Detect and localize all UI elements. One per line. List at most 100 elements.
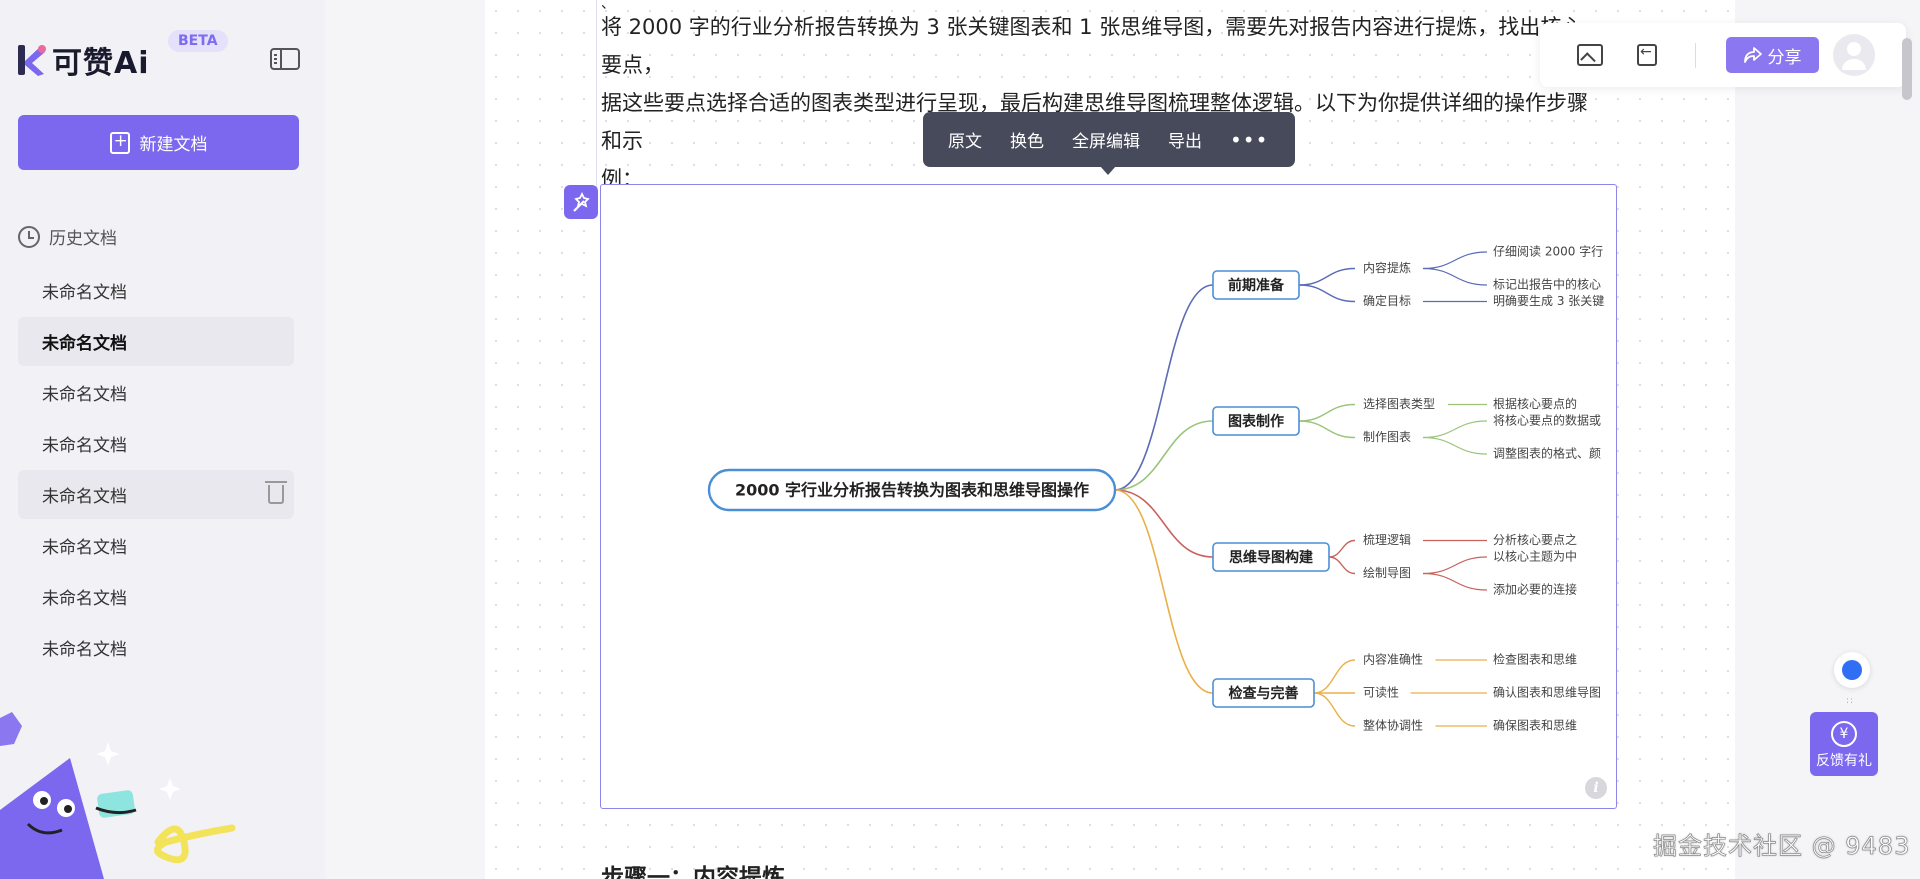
mindmap-leaf-label: 明确要生成 3 张关键 (1493, 294, 1604, 308)
mindmap-branch-node[interactable] (1212, 406, 1300, 436)
history-item-label: 未命名文档 (42, 334, 127, 354)
mindmap-link (1422, 251, 1488, 270)
history-item[interactable]: 未命名文档 (18, 419, 294, 468)
mindmap-link (1422, 267, 1488, 286)
logo-mark-icon (18, 43, 48, 77)
mindmap-child-label: 绘制导图 (1363, 565, 1411, 580)
back-document-icon[interactable] (1637, 44, 1657, 66)
mindmap-link (1328, 539, 1356, 558)
toolbar-divider (1695, 43, 1696, 68)
mascot-illustration (0, 712, 236, 879)
history-item-active[interactable]: 未命名文档 (18, 317, 294, 366)
info-icon[interactable]: i (1585, 777, 1607, 799)
mindmap-child-label: 内容准确性 (1363, 652, 1423, 667)
clock-icon (18, 225, 40, 248)
mindmap-leaf-label: 确保图表和思维 (1493, 719, 1577, 733)
mindmap-link (1422, 436, 1488, 455)
new-document-label: 新建文档 (139, 135, 208, 155)
mindmap-root-label: 2000 字行业分析报告转换为图表和思维导图操作 (735, 481, 1089, 500)
history-item[interactable]: 未命名文档 (18, 572, 294, 621)
ai-magic-icon[interactable] (564, 185, 598, 219)
beta-badge: BETA (168, 30, 228, 52)
history-item-hovered[interactable]: 未命名文档 (18, 470, 294, 519)
mindmap-link (1422, 556, 1488, 575)
share-label: 分享 (1767, 47, 1802, 68)
mindmap-link (1114, 420, 1214, 491)
more-options-icon[interactable]: ••• (1230, 127, 1269, 152)
original-text-button[interactable]: 原文 (948, 132, 982, 152)
feedback-button[interactable]: ¥ 反馈有礼 (1810, 712, 1878, 776)
history-item-label: 未命名文档 (42, 487, 127, 507)
feedback-label: 反馈有礼 (1816, 753, 1872, 769)
mindmap-branch-label: 思维导图构建 (1229, 549, 1313, 566)
history-item[interactable]: 未命名文档 (18, 368, 294, 417)
mindmap-leaf-label: 仔细阅读 2000 字行 (1493, 244, 1603, 259)
sidebar-toggle-icon[interactable] (270, 48, 300, 70)
mindmap-child-label: 整体协调性 (1363, 718, 1423, 733)
mindmap-branch-node[interactable] (1212, 270, 1300, 300)
mindmap-floating-toolbar: 原文 换色 全屏编辑 导出 ••• (923, 112, 1295, 175)
mindmap-leaf-label: 检查图表和思维 (1493, 652, 1577, 667)
mindmap-branch-node[interactable] (1212, 678, 1315, 708)
mindmap-link (1298, 284, 1356, 303)
sidebar: 可赞Ai BETA 新建文档 历史文档 未命名文档 未命名文档 未命名文档 未命… (0, 0, 325, 879)
mindmap-child-label: 内容提炼 (1363, 260, 1411, 275)
mindmap-link (1328, 556, 1356, 575)
history-item[interactable]: 未命名文档 (18, 521, 294, 570)
mindmap-leaf-label: 添加必要的连接 (1493, 582, 1577, 597)
history-item-label: 未命名文档 (42, 436, 127, 456)
brand-name: 可赞Ai (52, 46, 150, 81)
paragraph-line-2: 据这些要点选择合适的图表类型进行呈现，最后构建思维导图梳理整体逻辑。以下为你提供… (601, 91, 1588, 153)
recolor-button[interactable]: 换色 (1010, 132, 1044, 152)
history-item[interactable]: 未命名文档 (18, 623, 294, 672)
mindmap-branch-label: 检查与完善 (1229, 685, 1299, 702)
mindmap-link (1298, 420, 1356, 439)
mindmap-leaf-label: 以核心主题为中 (1493, 549, 1577, 564)
new-file-icon (109, 131, 130, 154)
mindmap-root-node[interactable] (707, 468, 1117, 512)
mindmap-child-label: 确定目标 (1363, 293, 1411, 308)
fullscreen-edit-button[interactable]: 全屏编辑 (1072, 132, 1140, 152)
drag-handle-icon[interactable]: :: (1846, 696, 1855, 706)
insert-image-icon[interactable] (1577, 44, 1603, 66)
assistant-chat-icon[interactable] (1834, 652, 1870, 688)
history-item-label: 未命名文档 (42, 385, 127, 405)
yen-icon: ¥ (1831, 721, 1857, 747)
mindmap-link (1422, 572, 1488, 591)
history-list: 未命名文档 未命名文档 未命名文档 未命名文档 未命名文档 未命名文档 未命名文… (18, 266, 294, 674)
history-item-label: 未命名文档 (42, 589, 127, 609)
document-text[interactable]: 、 将 2000 字的行业分析报告转换为 3 张关键图表和 1 张思维导图，需要… (601, 0, 1601, 198)
mindmap-leaf-label: 根据核心要点的 (1493, 396, 1577, 411)
mindmap-branch-label: 图表制作 (1228, 413, 1284, 430)
trash-icon[interactable] (265, 481, 287, 504)
mindmap-child-label: 梳理逻辑 (1363, 532, 1411, 547)
mindmap-link (1422, 420, 1488, 439)
mindmap-link (1313, 659, 1356, 694)
mindmap-link (1298, 403, 1356, 422)
mindmap-leaf-label: 调整图表的格式、颜 (1493, 446, 1601, 461)
mindmap-link (1313, 692, 1356, 727)
export-button[interactable]: 导出 (1168, 132, 1202, 152)
mindmap-child-label: 制作图表 (1363, 430, 1411, 444)
mindmap-link (1114, 489, 1214, 694)
history-item-label: 未命名文档 (42, 640, 127, 660)
mindmap-leaf-label: 确认图表和思维导图 (1493, 686, 1601, 700)
share-button[interactable]: 分享 (1726, 37, 1819, 73)
mindmap-canvas: 前期准备内容提炼仔细阅读 2000 字行标记出报告中的核心确定目标明确要生成 3… (707, 244, 1604, 733)
mindmap-link (1114, 284, 1214, 491)
history-label: 历史文档 (49, 229, 117, 249)
mindmap-block[interactable]: 前期准备内容提炼仔细阅读 2000 字行标记出报告中的核心确定目标明确要生成 3… (600, 184, 1617, 809)
share-icon (1743, 47, 1762, 63)
history-item-label: 未命名文档 (42, 538, 127, 558)
mindmap-branch-label: 前期准备 (1228, 277, 1285, 294)
block-guide-line (596, 0, 597, 190)
new-document-button[interactable]: 新建文档 (18, 115, 299, 170)
paragraph-line-1: 将 2000 字的行业分析报告转换为 3 张关键图表和 1 张思维导图，需要先对… (601, 15, 1583, 77)
brand-logo[interactable]: 可赞Ai (18, 38, 150, 82)
history-item[interactable]: 未命名文档 (18, 266, 294, 315)
punctuation-mark: 、 (601, 0, 615, 12)
user-avatar[interactable] (1833, 34, 1875, 76)
mindmap-branch-node[interactable] (1212, 542, 1330, 572)
vertical-scrollbar[interactable] (1902, 38, 1912, 100)
mindmap-link (1114, 489, 1214, 558)
